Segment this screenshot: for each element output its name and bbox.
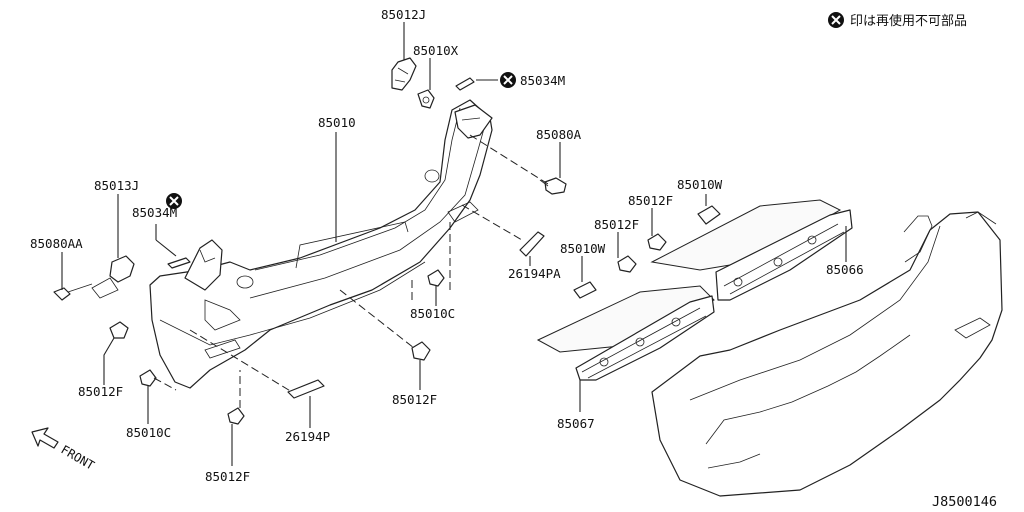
bumper-fascia-85010 [149, 99, 493, 389]
label-85010X: 85010X [413, 43, 459, 58]
bracket-85067 [536, 285, 715, 381]
clip-85010C-center [427, 269, 445, 287]
label-85010W-left: 85010W [560, 241, 606, 256]
label-85010C-center: 85010C [410, 306, 455, 321]
clip-85012F-mid [647, 233, 667, 251]
bumper-outer-shell [651, 211, 1003, 497]
label-85010W-right: 85010W [677, 177, 723, 192]
diagram-code: J8500146 [932, 494, 997, 510]
label-85012F-bottom: 85012F [205, 469, 250, 484]
legend: 印は再使用不可部品 [828, 12, 967, 29]
clip-85012J [391, 57, 417, 91]
non-reusable-x-mark-icon [828, 12, 844, 28]
bracket-85013J [91, 255, 135, 299]
label-85012F-left: 85012F [78, 384, 123, 399]
label-85012F-mid2: 85012F [594, 217, 639, 232]
label-26194P: 26194P [285, 429, 330, 444]
label-85010: 85010 [318, 115, 356, 130]
clip-85010W-left [573, 281, 597, 299]
label-85034M-left: 85034M [132, 205, 177, 220]
clip-85010X [417, 89, 435, 109]
clip-85012F-center [411, 341, 431, 361]
label-85010C-left: 85010C [126, 425, 171, 440]
label-85034M-top: 85034M [520, 73, 565, 88]
clip-85010C-left [139, 369, 157, 387]
label-85012J: 85012J [381, 7, 426, 22]
front-arrow-icon [31, 427, 59, 449]
reflector-26194PA [519, 231, 545, 257]
screw-85080AA [53, 283, 93, 301]
label-85080A: 85080A [536, 127, 582, 142]
clip-85012F-mid2 [617, 255, 637, 273]
seal-85034M-left [167, 257, 191, 269]
bracket-85066 [650, 199, 853, 301]
label-85067: 85067 [557, 416, 595, 431]
non-reusable-x-mark-icon [500, 72, 516, 88]
clip-85010W-right [697, 205, 721, 225]
label-26194PA: 26194PA [508, 266, 561, 281]
label-85080AA: 85080AA [30, 236, 83, 251]
non-reusable-x-mark-icon [166, 193, 182, 209]
seal-85034M-top [455, 77, 475, 91]
legend-text: 印は再使用不可部品 [850, 13, 967, 29]
screw-85080A [539, 177, 567, 195]
clip-85012F-bottom [227, 407, 245, 425]
label-85013J: 85013J [94, 178, 139, 193]
label-85012F-center: 85012F [392, 392, 437, 407]
reflector-26194P [287, 379, 325, 399]
label-85066: 85066 [826, 262, 864, 277]
label-85012F-mid: 85012F [628, 193, 673, 208]
front-label: FRONT [59, 442, 97, 472]
clip-85012F-left [109, 321, 129, 339]
